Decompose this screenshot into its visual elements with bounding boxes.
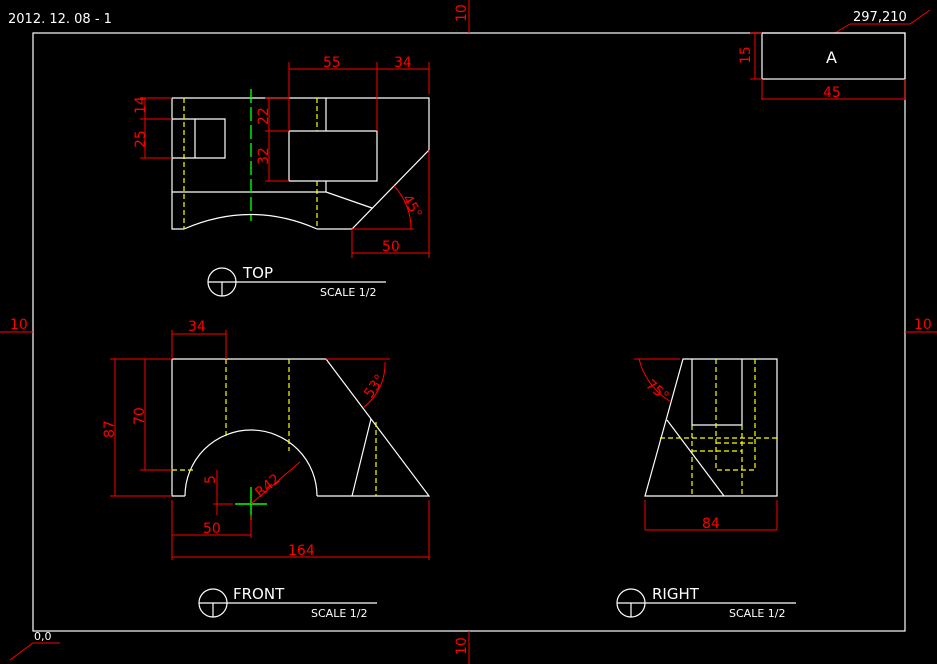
front-view-title: FRONT xyxy=(233,585,285,603)
view-label-right: RIGHT SCALE 1/2 xyxy=(616,585,796,620)
dim-34: 34 xyxy=(394,55,412,71)
front-dimensions xyxy=(110,330,430,560)
right-view-scale: SCALE 1/2 xyxy=(729,607,785,620)
top-view[interactable]: 55 34 14 25 22 32 50 45° TOP SCALE 1/2 xyxy=(133,55,430,299)
dim-r42: R42 xyxy=(252,471,283,501)
dim-84: 84 xyxy=(702,516,720,532)
view-label-top: TOP SCALE 1/2 xyxy=(207,264,386,299)
origin-label: 0,0 xyxy=(34,630,52,643)
dim-14: 14 xyxy=(133,96,149,114)
margin-top: 10 xyxy=(454,4,470,22)
right-view[interactable]: 75° 84 RIGHT SCALE 1/2 xyxy=(616,358,796,620)
top-view-title: TOP xyxy=(242,264,273,282)
drawing-border xyxy=(32,32,906,632)
origin-marker: 0,0 xyxy=(9,630,60,661)
right-view-title: RIGHT xyxy=(652,585,700,603)
margin-right: 10 xyxy=(914,317,932,333)
title-block-width-dim: 45 xyxy=(823,85,841,101)
dim-70: 70 xyxy=(132,407,148,425)
dim-34: 34 xyxy=(188,319,206,335)
dim-164: 164 xyxy=(288,543,315,559)
dim-50: 50 xyxy=(382,239,400,255)
dim-32: 32 xyxy=(256,147,272,165)
dim-53deg: 53° xyxy=(361,372,388,402)
dim-22: 22 xyxy=(256,107,272,125)
dim-75deg: 75° xyxy=(642,377,671,405)
top-view-scale: SCALE 1/2 xyxy=(320,286,376,299)
top-dimensions xyxy=(140,62,430,258)
sheet-size: 297,210 xyxy=(853,10,907,25)
dim-50: 50 xyxy=(203,521,221,537)
sheet-size-marker: 297,210 xyxy=(834,9,931,34)
front-view[interactable]: 34 87 70 5 R42 53° 50 164 FRONT SCALE 1/… xyxy=(102,319,431,620)
view-label-front: FRONT SCALE 1/2 xyxy=(198,585,377,620)
dim-55: 55 xyxy=(323,55,341,71)
dim-87: 87 xyxy=(102,420,118,438)
title-block-letter: A xyxy=(826,48,837,67)
dim-5: 5 xyxy=(203,475,219,484)
title-block-height-dim: 15 xyxy=(738,46,754,64)
margin-bottom: 10 xyxy=(454,637,470,655)
margin-left: 10 xyxy=(10,317,28,333)
date-label: 2012. 12. 08 - 1 xyxy=(8,12,112,27)
title-block: A 15 45 xyxy=(738,32,906,101)
front-view-scale: SCALE 1/2 xyxy=(311,607,367,620)
right-dimensions xyxy=(634,358,778,531)
dim-25: 25 xyxy=(133,130,149,148)
